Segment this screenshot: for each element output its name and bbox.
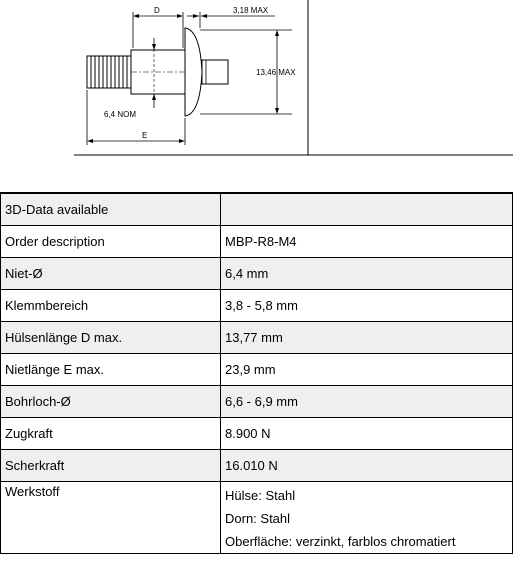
dimension-head-thickness <box>187 12 275 28</box>
material-label: Werkstoff <box>0 481 221 554</box>
row-label: Niet-Ø <box>0 257 221 290</box>
row-value: 16.010 N <box>220 449 513 482</box>
material-line-surface: Oberfläche: verzinkt, farblos chromatier… <box>225 534 456 549</box>
row-label: Scherkraft <box>0 449 221 482</box>
material-line-mandrel: Dorn: Stahl <box>225 511 291 526</box>
rivet-head <box>184 27 203 117</box>
table-row: Zugkraft 8.900 N <box>0 417 513 450</box>
dimension-body-diameter <box>152 38 156 108</box>
table-row: Niet-Ø 6,4 mm <box>0 257 513 290</box>
rivet-sleeve <box>130 44 186 100</box>
row-value: 13,77 mm <box>220 321 513 354</box>
material-line-sleeve: Hülse: Stahl <box>225 488 296 503</box>
table-row: Klemmbereich 3,8 - 5,8 mm <box>0 289 513 322</box>
row-value: 3,8 - 5,8 mm <box>220 289 513 322</box>
row-label: 3D-Data available <box>0 193 221 226</box>
row-label: Hülsenlänge D max. <box>0 321 221 354</box>
row-value: MBP-R8-M4 <box>220 225 513 258</box>
rivet-drawing-svg: D 3,18 MAX 13,46 MAX 6,4 NOM <box>74 0 513 156</box>
row-label: Order description <box>0 225 221 258</box>
row-value <box>220 193 513 226</box>
row-value: 23,9 mm <box>220 353 513 386</box>
mandrel-stub <box>201 59 229 85</box>
row-label: Klemmbereich <box>0 289 221 322</box>
table-row: Hülsenlänge D max. 13,77 mm <box>0 321 513 354</box>
table-row: Nietlänge E max. 23,9 mm <box>0 353 513 386</box>
row-value: 6,6 - 6,9 mm <box>220 385 513 418</box>
row-label: Bohrloch-Ø <box>0 385 221 418</box>
dimension-d <box>132 12 184 48</box>
dimension-head-diameter-label: 13,46 MAX <box>256 68 296 77</box>
dimension-body-diameter-label: 6,4 NOM <box>104 110 136 119</box>
spec-table: 3D-Data available Order description MBP-… <box>0 193 513 554</box>
threaded-mandrel <box>86 55 132 89</box>
row-value: 6,4 mm <box>220 257 513 290</box>
dimension-d-label: D <box>154 6 160 15</box>
dimension-head-thickness-label: 3,18 MAX <box>233 6 269 15</box>
dimension-e-label: E <box>142 131 147 140</box>
table-row: Bohrloch-Ø 6,6 - 6,9 mm <box>0 385 513 418</box>
table-row: Order description MBP-R8-M4 <box>0 225 513 258</box>
material-value: Hülse: Stahl Dorn: Stahl Oberfläche: ver… <box>220 481 513 554</box>
table-row-material: Werkstoff Hülse: Stahl Dorn: Stahl Oberf… <box>0 481 513 554</box>
dimension-e <box>86 90 186 145</box>
row-label: Nietlänge E max. <box>0 353 221 386</box>
technical-drawing: D 3,18 MAX 13,46 MAX 6,4 NOM <box>0 0 513 160</box>
dimension-head-diameter <box>200 29 292 115</box>
row-label: Zugkraft <box>0 417 221 450</box>
table-row: 3D-Data available <box>0 193 513 226</box>
table-row: Scherkraft 16.010 N <box>0 449 513 482</box>
row-value: 8.900 N <box>220 417 513 450</box>
